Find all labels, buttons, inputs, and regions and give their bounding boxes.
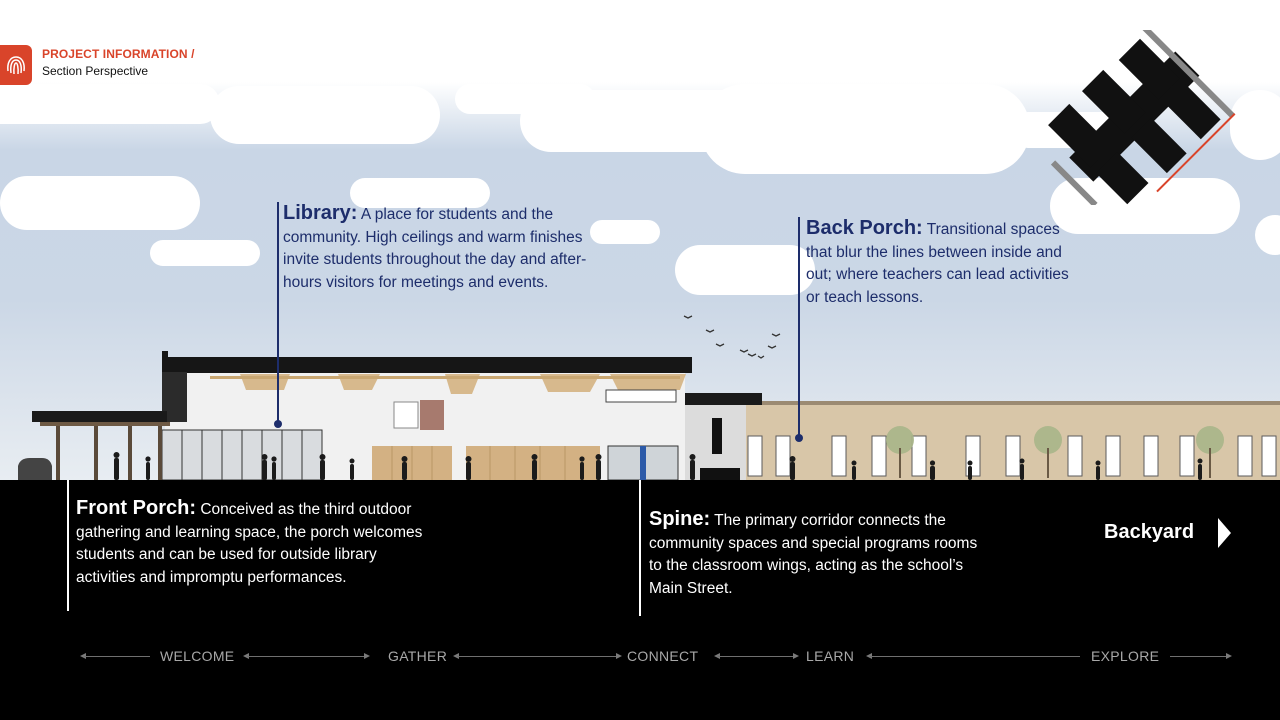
arrow-left-icon bbox=[453, 653, 459, 659]
spine-callout-text: The primary corridor connects the commun… bbox=[649, 512, 978, 597]
nav-connector-line bbox=[247, 656, 365, 657]
arrow-left-icon bbox=[80, 653, 86, 659]
nav-connector-line bbox=[718, 656, 794, 657]
library-leader-line bbox=[277, 202, 279, 424]
back-porch-callout-heading: Back Porch: bbox=[806, 217, 923, 239]
play-arrow-icon[interactable] bbox=[1218, 518, 1231, 548]
spine-leader-line bbox=[639, 480, 641, 616]
arrow-right-icon bbox=[616, 653, 622, 659]
arrow-left-icon bbox=[243, 653, 249, 659]
nav-item-explore[interactable]: EXPLORE bbox=[1091, 648, 1160, 664]
back-porch-marker-dot bbox=[795, 434, 803, 442]
arrow-left-icon bbox=[866, 653, 872, 659]
back-porch-callout-text: Transitional spaces that blur the lines … bbox=[806, 221, 1069, 306]
arrow-right-icon bbox=[1226, 653, 1232, 659]
arrow-right-icon bbox=[364, 653, 370, 659]
back-porch-leader-line bbox=[798, 217, 800, 437]
nav-connector-line bbox=[457, 656, 617, 657]
spine-callout: Spine: The primary corridor connects the… bbox=[649, 508, 989, 600]
nav-connector-line bbox=[84, 656, 150, 657]
page-subtitle: Section Perspective bbox=[42, 64, 149, 78]
key-plan-icon bbox=[1048, 30, 1236, 205]
backyard-link[interactable]: Backyard bbox=[1104, 521, 1195, 543]
front-porch-callout-text: Conceived as the third outdoor gathering… bbox=[76, 501, 423, 586]
nav-item-gather[interactable]: GATHER bbox=[388, 648, 448, 664]
nav-item-connect[interactable]: CONNECT bbox=[627, 648, 699, 664]
front-porch-callout-heading: Front Porch: bbox=[76, 497, 196, 519]
library-callout-heading: Library: bbox=[283, 202, 358, 224]
library-callout: Library: A place for students and the co… bbox=[283, 202, 603, 294]
fingerprint-logo-icon bbox=[0, 45, 32, 85]
back-porch-callout: Back Porch: Transitional spaces that blu… bbox=[806, 217, 1086, 309]
library-callout-text: A place for students and the community. … bbox=[283, 206, 587, 291]
nav-item-learn[interactable]: LEARN bbox=[806, 648, 855, 664]
front-porch-leader-line bbox=[67, 480, 69, 611]
nav-item-welcome[interactable]: WELCOME bbox=[160, 648, 235, 664]
library-marker-dot bbox=[274, 420, 282, 428]
arrow-right-icon bbox=[793, 653, 799, 659]
front-porch-callout: Front Porch: Conceived as the third outd… bbox=[76, 497, 436, 589]
building-section-perspective bbox=[18, 315, 1280, 480]
nav-connector-line bbox=[1170, 656, 1228, 657]
arrow-left-icon bbox=[714, 653, 720, 659]
page-section-title: PROJECT INFORMATION / bbox=[42, 47, 195, 61]
nav-connector-line bbox=[870, 656, 1080, 657]
spine-callout-heading: Spine: bbox=[649, 508, 711, 530]
